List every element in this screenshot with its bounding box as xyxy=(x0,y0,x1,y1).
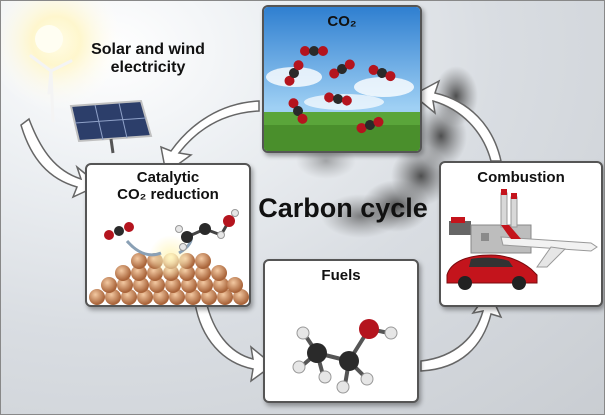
sun-glow xyxy=(1,1,126,111)
combustion-box: Combustion xyxy=(439,161,603,307)
combustion-scene xyxy=(446,189,598,290)
solar-panel-icon xyxy=(69,99,153,154)
arrow-co2-to-catalytic xyxy=(160,100,260,175)
fuel-molecule-scene xyxy=(292,319,398,394)
solar-wind-label: Solar and wind electricity xyxy=(73,41,223,78)
car-icon xyxy=(446,254,538,290)
catalytic-label-line1: Catalytic xyxy=(136,169,200,186)
catalytic-reduction-box: Catalytic CO₂ reduction xyxy=(85,163,251,307)
catalytic-label: Catalytic CO₂ reduction xyxy=(87,169,249,204)
catalytic-label-line2: CO₂ reduction xyxy=(117,186,219,204)
wind-turbine-icon xyxy=(29,54,73,123)
airplane-icon xyxy=(500,225,598,268)
arrow-combustion-to-co2 xyxy=(411,79,502,162)
fuels-box: Fuels xyxy=(263,259,419,403)
reaction-arrow-in xyxy=(125,240,162,257)
catalyst-scene xyxy=(89,209,249,305)
co2-reactant-molecule xyxy=(104,222,134,240)
arrow-catalytic-to-fuels xyxy=(194,300,275,383)
co2-label: CO₂ xyxy=(327,13,357,30)
carbon-cycle-title: Carbon cycle xyxy=(258,193,428,223)
combustion-label: Combustion xyxy=(477,169,565,186)
solar-label-line1: Solar and wind xyxy=(91,41,205,58)
sun-icon xyxy=(35,25,63,53)
ethanol-product-molecule xyxy=(175,209,239,251)
co2-molecules xyxy=(284,46,396,134)
fuels-label: Fuels xyxy=(321,267,361,284)
arrow-fuels-to-combustion xyxy=(420,289,503,372)
co2-box: CO₂ xyxy=(262,5,422,153)
co2-sky-scene xyxy=(264,7,420,151)
ethanol-fuel-molecule xyxy=(292,319,398,394)
cycle-arrows xyxy=(20,79,503,383)
solar-label-line2: electricity xyxy=(110,59,186,77)
